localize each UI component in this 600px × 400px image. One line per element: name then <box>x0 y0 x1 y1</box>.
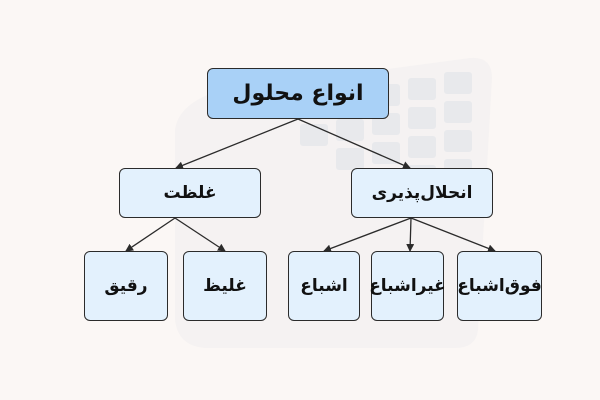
dilute-node-label: رقیق <box>104 276 148 296</box>
supersaturated-node-label: فوق‌اشباع <box>457 276 542 296</box>
dilute-node: رقیق <box>84 251 168 321</box>
arrow-solubility-to-supersaturated <box>410 217 496 253</box>
solubility-node-label: انحلال‌پذیری <box>371 183 473 203</box>
concentrated-node-label: غلیظ <box>203 276 247 296</box>
saturated-node-label: اشباع <box>300 276 348 296</box>
concentrated-node: غلیظ <box>183 251 267 321</box>
arrow-viscosity-to-thick <box>174 217 226 252</box>
arrow-solubility-to-saturated <box>323 217 412 253</box>
concentration-node: غلظت <box>119 168 261 218</box>
arrow-root-to-solubility <box>297 118 411 169</box>
supersaturated-node: فوق‌اشباع <box>457 251 542 321</box>
arrow-root-to-viscosity <box>175 118 299 170</box>
arrow-solubility-to-unsaturated <box>406 217 415 252</box>
solubility-node: انحلال‌پذیری <box>351 168 493 218</box>
root-node: انواع محلول <box>207 68 389 119</box>
unsaturated-node: غیراشباع <box>369 251 446 321</box>
concentration-node-label: غلظت <box>163 183 217 203</box>
root-node-label: انواع محلول <box>232 81 364 106</box>
saturated-node: اشباع <box>288 251 360 321</box>
arrow-viscosity-to-thin <box>125 217 176 252</box>
unsaturated-node-label: غیراشباع <box>369 276 446 296</box>
